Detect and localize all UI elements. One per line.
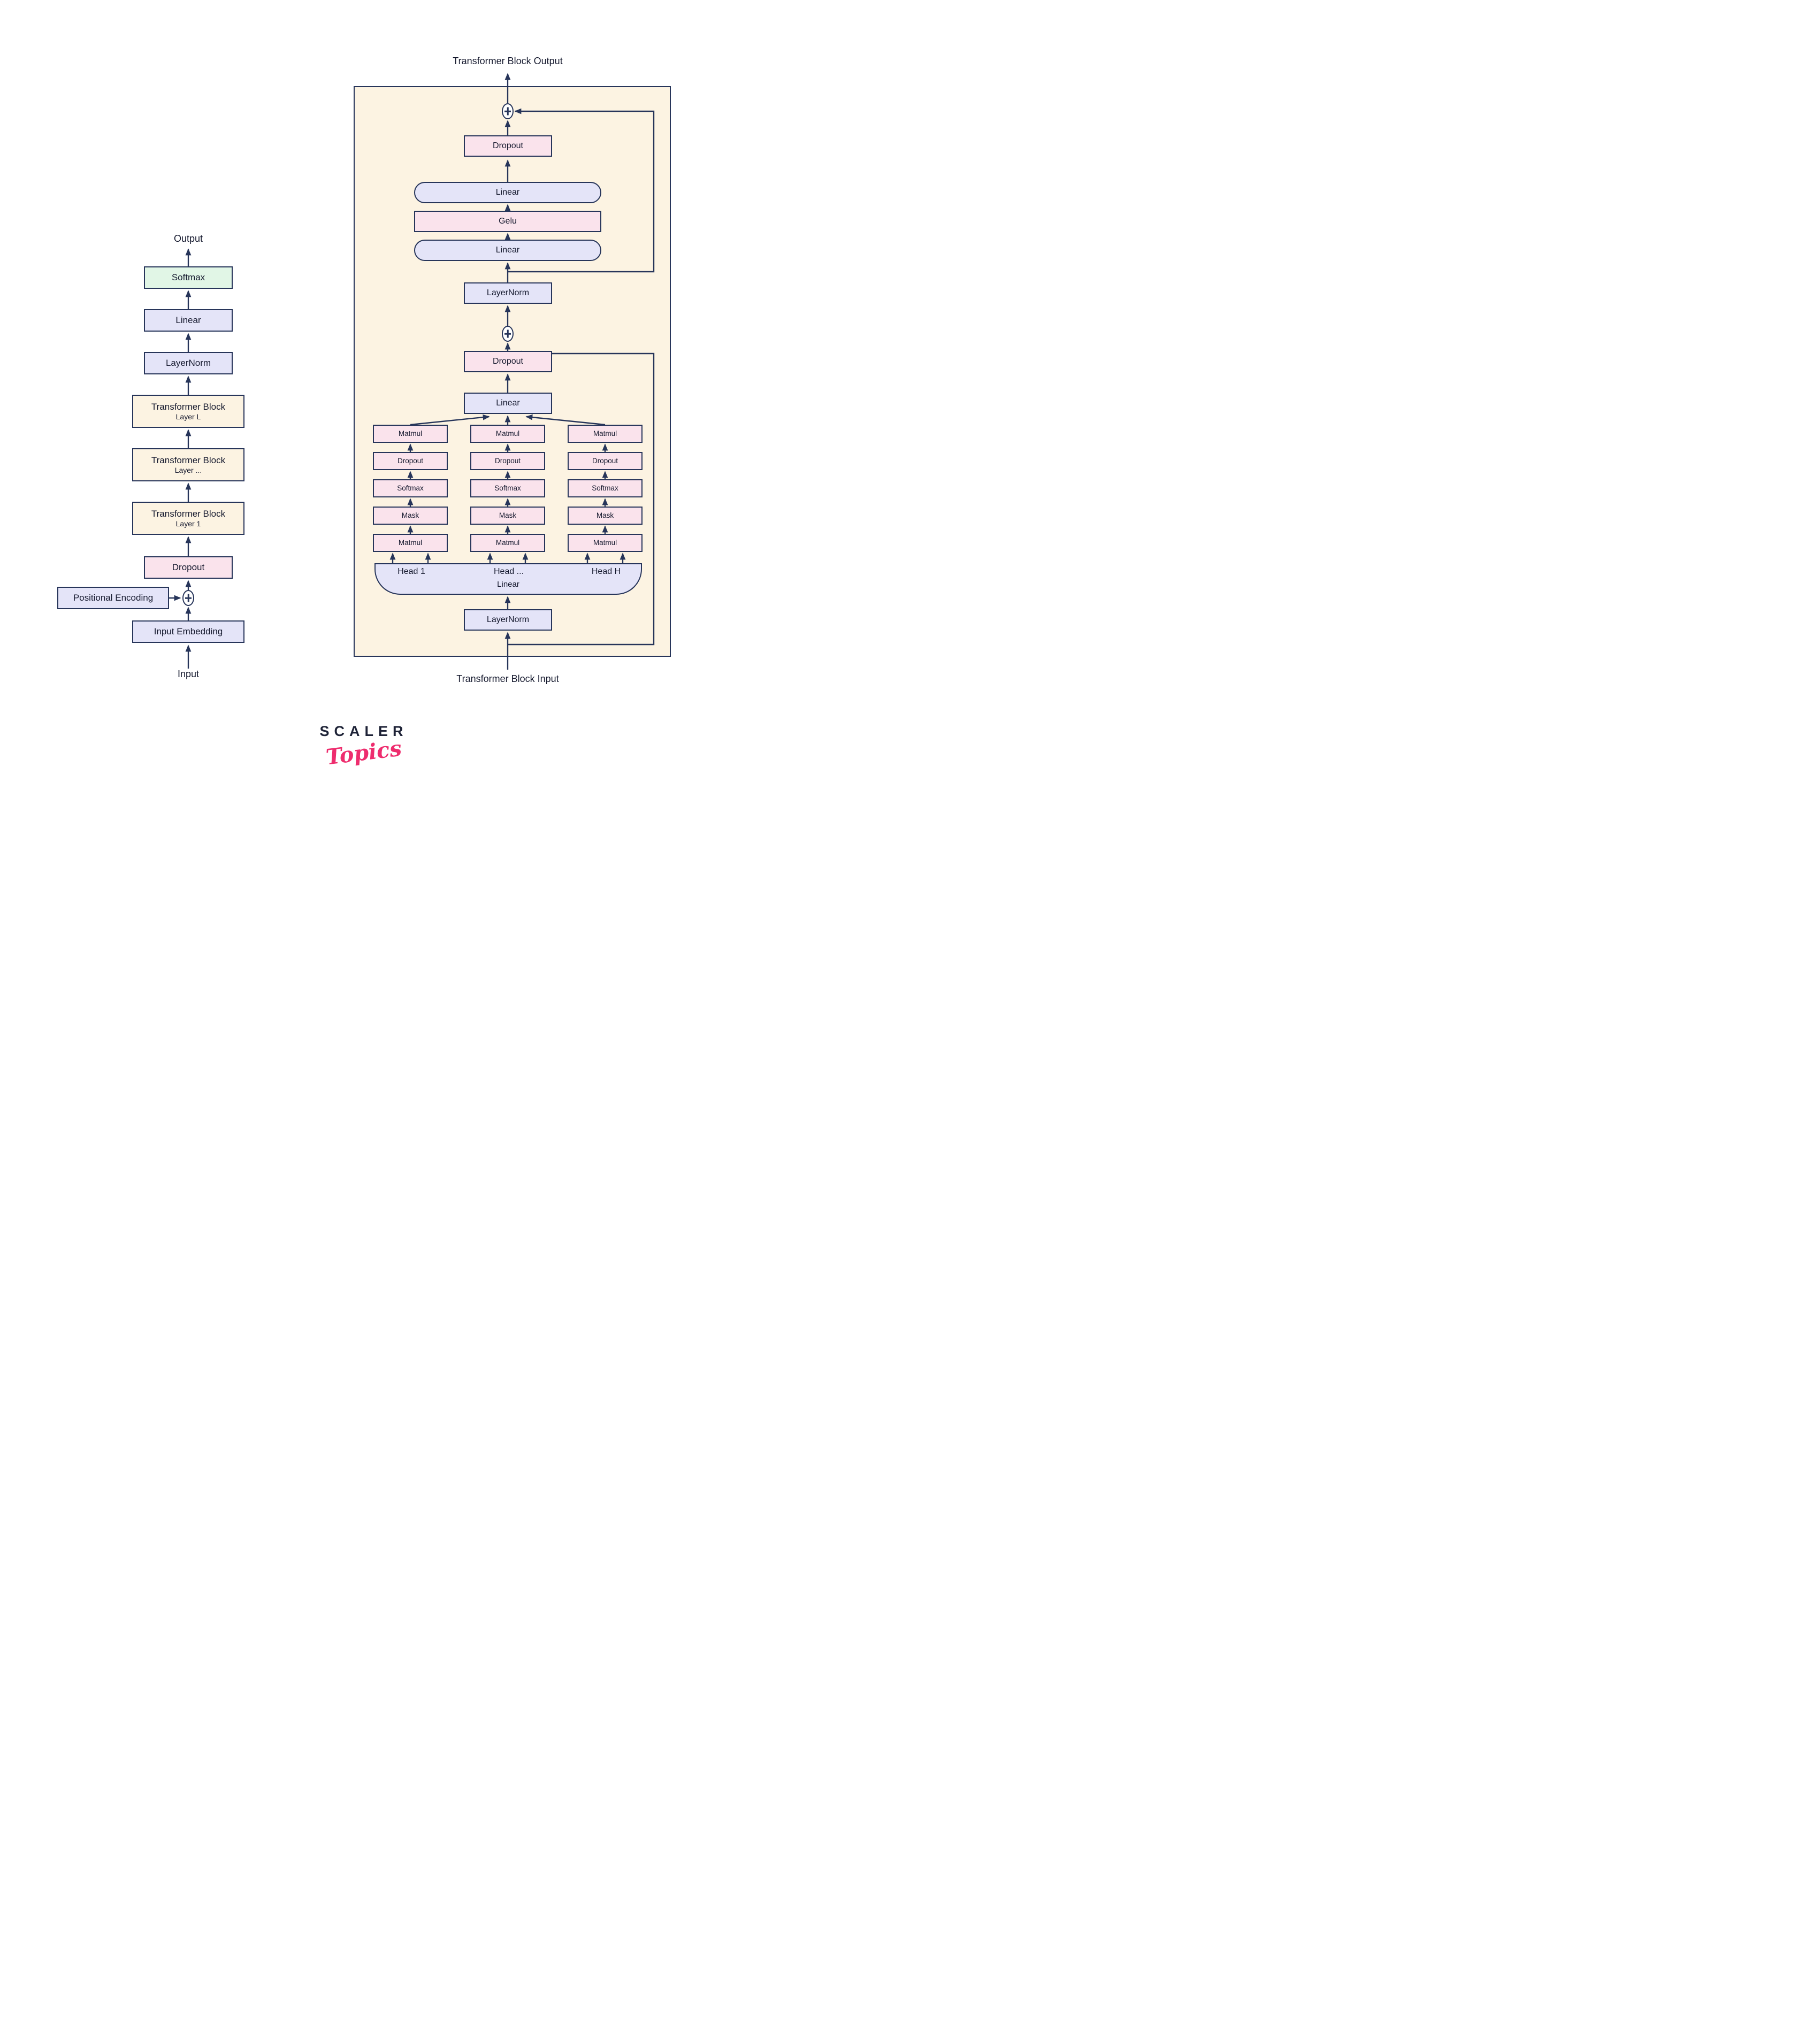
head-dots-matmul-top-box: Matmul [470, 425, 545, 443]
transformer-block-layer-dots: Transformer Block Layer ... [132, 448, 244, 481]
ffn-linear-in-box: Linear [414, 240, 601, 261]
layernorm-mid-box: LayerNorm [464, 282, 552, 304]
transformer-block-title: Transformer Block [151, 508, 226, 519]
transformer-block-input-label: Transformer Block Input [456, 673, 559, 684]
attention-projection-linear-box: Linear [464, 393, 552, 414]
ffn-dropout-box: Dropout [464, 135, 552, 157]
positional-encoding-box: Positional Encoding [57, 587, 169, 609]
softmax-box: Softmax [144, 266, 233, 289]
transformer-block-output-label: Transformer Block Output [453, 56, 563, 66]
ffn-linear-out-box: Linear [414, 182, 601, 203]
gpt-architecture-diagram: Output Softmax Linear LayerNorm Transfor… [0, 0, 728, 816]
head-dots-dropout-box: Dropout [470, 452, 545, 470]
head1-softmax-box: Softmax [373, 479, 448, 497]
head-dots-softmax-box: Softmax [470, 479, 545, 497]
head1-matmul-top-box: Matmul [373, 425, 448, 443]
multihead-linear-label: Linear [497, 580, 519, 589]
headH-matmul-top-box: Matmul [568, 425, 643, 443]
scaler-logo-text: SCALER [319, 723, 408, 739]
headH-mask-box: Mask [568, 507, 643, 525]
headH-matmul-bottom-box: Matmul [568, 534, 643, 552]
transformer-block-layer-1: Transformer Block Layer 1 [132, 502, 244, 535]
head1-dropout-box: Dropout [373, 452, 448, 470]
transformer-block-title: Transformer Block [151, 455, 226, 465]
attention-dropout-box: Dropout [464, 351, 552, 372]
layernorm-box: LayerNorm [144, 352, 233, 374]
headH-softmax-box: Softmax [568, 479, 643, 497]
head-h-label: Head H [591, 567, 621, 576]
multihead-linear-bowl: Head 1 Head ... Head H Linear [374, 563, 642, 595]
dropout-box: Dropout [144, 556, 233, 579]
residual-add-icon-mid [502, 326, 514, 342]
transformer-block-subtitle: Layer ... [174, 465, 202, 474]
head-1-label: Head 1 [397, 567, 425, 576]
transformer-block-title: Transformer Block [151, 401, 226, 412]
layernorm-in-box: LayerNorm [464, 609, 552, 631]
output-label: Output [173, 233, 203, 244]
head-dots-mask-box: Mask [470, 507, 545, 525]
transformer-block-layer-l: Transformer Block Layer L [132, 395, 244, 428]
head1-matmul-bottom-box: Matmul [373, 534, 448, 552]
headH-dropout-box: Dropout [568, 452, 643, 470]
residual-add-icon-top [502, 103, 514, 119]
ffn-gelu-box: Gelu [414, 211, 601, 232]
head1-mask-box: Mask [373, 507, 448, 525]
head-dots-matmul-bottom-box: Matmul [470, 534, 545, 552]
transformer-block-subtitle: Layer 1 [175, 519, 201, 528]
input-embedding-box: Input Embedding [132, 620, 244, 643]
input-label: Input [177, 669, 200, 679]
add-icon [182, 590, 194, 606]
head-dots-label: Head ... [493, 567, 524, 576]
transformer-block-subtitle: Layer L [175, 412, 201, 421]
linear-box: Linear [144, 309, 233, 332]
